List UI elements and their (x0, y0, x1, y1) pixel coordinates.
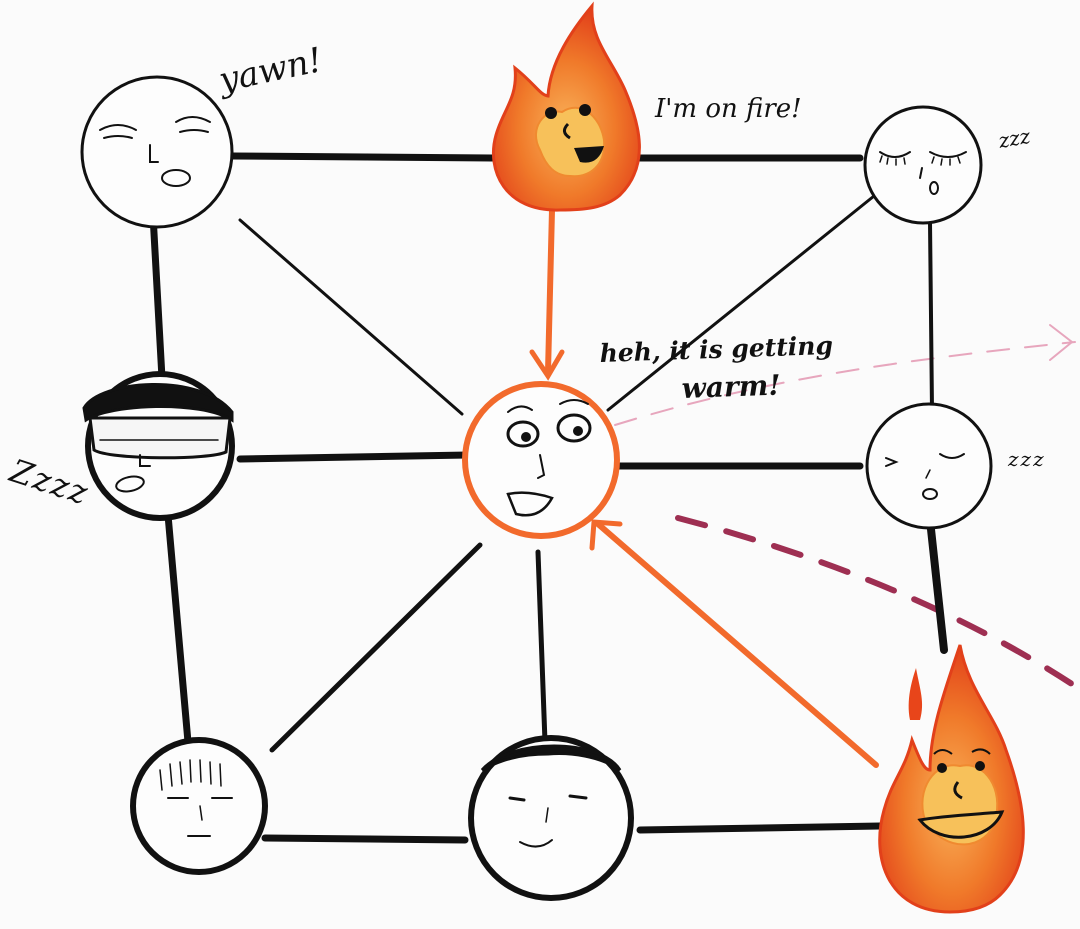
node-bottom-left-sleeping-face (130, 737, 268, 875)
node-middle-right-sleeping-face (865, 402, 993, 530)
node-center-warming-face (462, 381, 620, 539)
edge (269, 542, 483, 753)
dashed-arrow-maroon (675, 515, 1080, 691)
node-bottom-right-fire (878, 644, 1025, 914)
edge (261, 834, 469, 844)
edge (149, 211, 166, 382)
caption-top-left: yawn! (214, 40, 326, 101)
caption-middle-left: Zzzz (5, 451, 95, 512)
edge (228, 152, 496, 162)
edge (236, 451, 472, 463)
caption-top-right: zzz (996, 124, 1033, 153)
edge (535, 549, 548, 745)
edge (606, 194, 876, 412)
influence-arrows (529, 207, 879, 768)
edge (238, 218, 464, 416)
caption-middle-right: zzz (1007, 447, 1046, 471)
node-middle-left-masked-face (82, 371, 235, 521)
influence-arrow-bottom-right (589, 519, 879, 768)
node-top-middle-fire (491, 1, 641, 212)
edge (164, 511, 192, 746)
node-top-right-sleeping-face (863, 105, 983, 225)
node-bottom-middle-neutral-face (468, 735, 634, 901)
edge (636, 822, 884, 834)
caption-center-line1: heh, it is getting (599, 331, 833, 368)
edge (926, 516, 948, 654)
edge (928, 220, 934, 412)
caption-top-middle: I'm on fire! (654, 94, 802, 124)
caption-center-line2: warm! (681, 369, 781, 405)
influence-arrow-top (529, 207, 565, 381)
node-top-left-yawning-face (80, 75, 234, 229)
dashed-arrow-pink (614, 324, 1076, 426)
network-edges (149, 152, 948, 844)
